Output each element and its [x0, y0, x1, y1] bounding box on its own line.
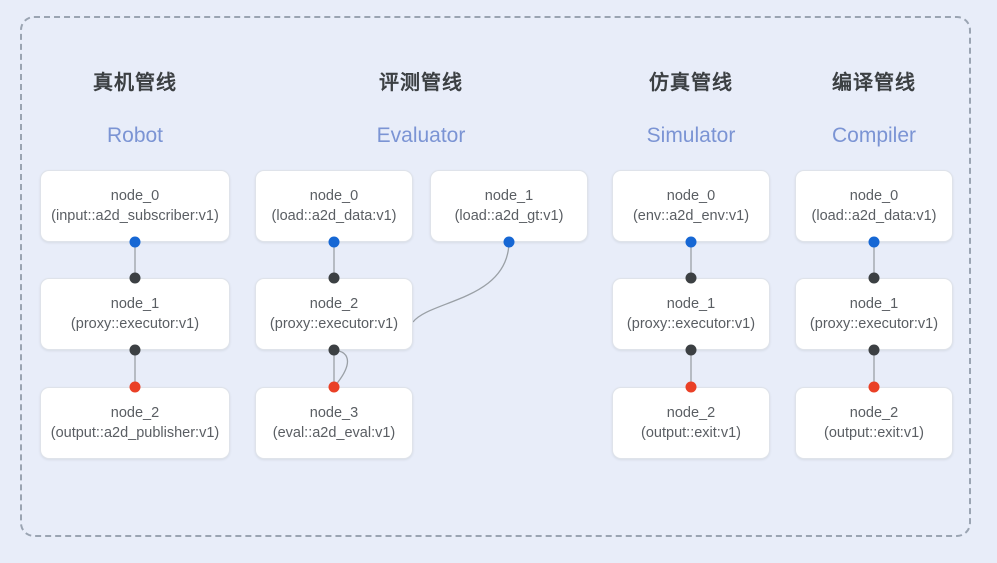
node-box-eval-0[interactable]: node_0(load::a2d_data:v1) — [255, 170, 413, 242]
column-subtitle-compiler: Compiler — [831, 124, 917, 147]
port-dot-black-top[interactable] — [868, 272, 880, 284]
node-name: node_0 — [849, 187, 899, 204]
node-box-eval-3[interactable]: node_3(eval::a2d_eval:v1) — [255, 387, 413, 459]
node-box-comp-1[interactable]: node_1(proxy::executor:v1) — [795, 278, 953, 350]
node-box-eval-1[interactable]: node_1(load::a2d_gt:v1) — [430, 170, 588, 242]
node-kind: (eval::a2d_eval:v1) — [272, 424, 396, 441]
port-dot-red-top[interactable] — [129, 381, 141, 393]
node-kind: (output::exit:v1) — [641, 424, 741, 441]
port-dot-black-top[interactable] — [328, 272, 340, 284]
node-name: node_1 — [849, 295, 899, 312]
node-kind: (proxy::executor:v1) — [809, 315, 939, 332]
column-title-evaluator: 评测管线 — [379, 72, 463, 94]
node-box-sim-2[interactable]: node_2(output::exit:v1) — [612, 387, 770, 459]
node-name: node_3 — [309, 404, 359, 421]
node-box-eval-2[interactable]: node_2(proxy::executor:v1) — [255, 278, 413, 350]
port-dot-black-top[interactable] — [685, 272, 697, 284]
port-dot-red-top[interactable] — [685, 381, 697, 393]
node-kind: (load::a2d_data:v1) — [811, 207, 937, 224]
port-dot-red-top[interactable] — [328, 381, 340, 393]
node-kind: (input::a2d_subscriber:v1) — [51, 207, 219, 224]
column-title-compiler: 编译管线 — [832, 72, 916, 94]
column-subtitle-evaluator: Evaluator — [376, 124, 466, 147]
node-name: node_2 — [309, 295, 359, 312]
node-name: node_0 — [309, 187, 359, 204]
column-title-robot: 真机管线 — [93, 72, 177, 94]
port-dot-black-bottom[interactable] — [868, 344, 880, 356]
node-box-robot-2[interactable]: node_2(output::a2d_publisher:v1) — [40, 387, 230, 459]
column-subtitle-robot: Robot — [106, 124, 164, 147]
node-name: node_2 — [666, 404, 716, 421]
port-dot-black-bottom[interactable] — [129, 344, 141, 356]
node-name: node_1 — [110, 295, 160, 312]
node-kind: (proxy::executor:v1) — [626, 315, 756, 332]
node-kind: (load::a2d_data:v1) — [271, 207, 397, 224]
port-dot-red-top[interactable] — [868, 381, 880, 393]
port-dot-black-bottom[interactable] — [328, 344, 340, 356]
node-box-sim-0[interactable]: node_0(env::a2d_env:v1) — [612, 170, 770, 242]
node-name: node_0 — [110, 187, 160, 204]
column-subtitle-simulator: Simulator — [646, 124, 736, 147]
node-kind: (output::a2d_publisher:v1) — [50, 424, 220, 441]
port-dot-blue-bottom[interactable] — [503, 236, 515, 248]
column-title-simulator: 仿真管线 — [649, 72, 733, 94]
node-kind: (load::a2d_gt:v1) — [454, 207, 564, 224]
node-box-comp-2[interactable]: node_2(output::exit:v1) — [795, 387, 953, 459]
node-name: node_0 — [666, 187, 716, 204]
node-box-robot-0[interactable]: node_0(input::a2d_subscriber:v1) — [40, 170, 230, 242]
node-box-robot-1[interactable]: node_1(proxy::executor:v1) — [40, 278, 230, 350]
port-dot-black-top[interactable] — [129, 272, 141, 284]
node-box-comp-0[interactable]: node_0(load::a2d_data:v1) — [795, 170, 953, 242]
pipeline-group-frame — [20, 16, 971, 537]
port-dot-blue-bottom[interactable] — [685, 236, 697, 248]
node-name: node_2 — [110, 404, 160, 421]
port-dot-blue-bottom[interactable] — [868, 236, 880, 248]
node-box-sim-1[interactable]: node_1(proxy::executor:v1) — [612, 278, 770, 350]
node-kind: (env::a2d_env:v1) — [632, 207, 750, 224]
node-name: node_2 — [849, 404, 899, 421]
node-kind: (proxy::executor:v1) — [269, 315, 399, 332]
node-kind: (output::exit:v1) — [824, 424, 924, 441]
node-name: node_1 — [666, 295, 716, 312]
port-dot-black-bottom[interactable] — [685, 344, 697, 356]
node-name: node_1 — [484, 187, 534, 204]
port-dot-blue-bottom[interactable] — [328, 236, 340, 248]
port-dot-blue-bottom[interactable] — [129, 236, 141, 248]
node-kind: (proxy::executor:v1) — [70, 315, 200, 332]
